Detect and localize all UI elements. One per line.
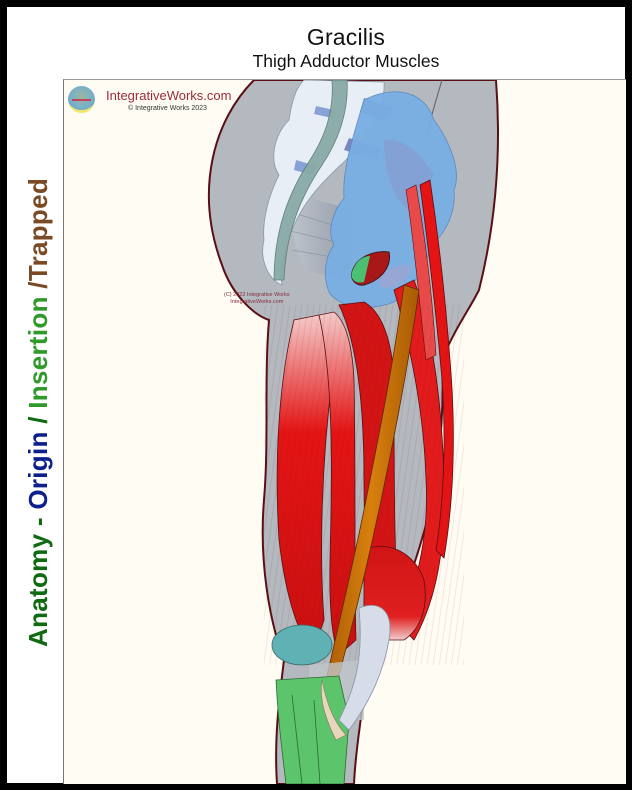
brand-copyright: © Integrative Works 2023 [128, 105, 207, 112]
brand-block: IntegrativeWorks.com © Integrative Works… [68, 86, 268, 116]
poster-header: Gracilis Thigh Adductor Muscles [7, 7, 625, 80]
globe-logo-icon [68, 86, 95, 113]
poster-page: Gracilis Thigh Adductor Muscles Anatomy … [7, 7, 626, 784]
watermark-line2: IntegrativeWorks.com [230, 299, 284, 305]
label-insertion: Insertion [23, 296, 53, 409]
spine-vertebrae [262, 80, 385, 286]
pes-anserinus-tendon [338, 604, 391, 731]
illustration-canvas: IntegrativeWorks.com © Integrative Works… [63, 79, 626, 784]
spinal-cord [273, 80, 348, 281]
watermark-line1: (C) 2022 Integrative Works [224, 292, 290, 298]
page-title: Gracilis [306, 24, 386, 50]
label-separator: / [23, 408, 53, 432]
illustration-watermark: (C) 2022 Integrative Works IntegrativeWo… [224, 292, 290, 306]
label-anatomy: Anatomy - [23, 509, 53, 647]
thigh-muscles [264, 179, 464, 665]
label-origin: Origin [23, 431, 53, 510]
side-category-label: Anatomy - Origin / Insertion /Trapped [23, 178, 54, 647]
brand-site-name: IntegrativeWorks.com [106, 88, 232, 103]
label-trapped: /Trapped [23, 177, 53, 297]
patella [271, 624, 333, 666]
tibia-bone [275, 675, 350, 784]
page-subtitle: Thigh Adductor Muscles [252, 51, 440, 71]
thigh-anatomy-illustration [207, 80, 499, 784]
